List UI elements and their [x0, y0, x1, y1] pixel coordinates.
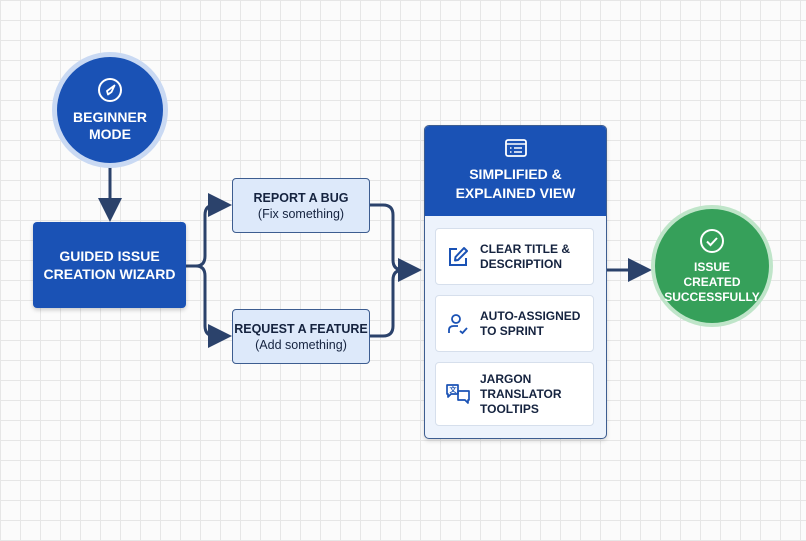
done-label-3: SUCCESSFULLY — [664, 289, 760, 304]
arrow-bug-to-panel — [368, 203, 422, 282]
done-label-1: ISSUE — [693, 259, 730, 274]
request-feature-node: REQUEST A FEATURE (Add something) — [232, 309, 370, 364]
list-window-icon — [504, 139, 527, 157]
beginner-mode-label-1: BEGINNER — [73, 109, 147, 125]
simplified-view-panel: SIMPLIFIED & EXPLAINED VIEW CLEAR TITLE … — [424, 125, 607, 439]
guided-wizard-node: GUIDED ISSUE CREATION WIZARD — [33, 222, 186, 308]
check-circle-icon — [700, 228, 724, 253]
option-title: REPORT A BUG — [253, 190, 349, 205]
item-text: JARGON — [480, 371, 532, 386]
option-subtitle: (Fix something) — [257, 206, 345, 221]
compass-icon — [98, 78, 122, 102]
beginner-mode-node: BEGINNER MODE — [57, 57, 163, 163]
item-text: TO SPRINT — [480, 323, 544, 338]
panel-item-clear-title: CLEAR TITLE &DESCRIPTION — [435, 228, 594, 285]
panel-title-1: SIMPLIFIED & — [469, 166, 562, 182]
issue-created-node: ISSUE CREATED SUCCESSFULLY — [655, 209, 769, 323]
user-check-icon — [448, 313, 468, 334]
item-text: AUTO-ASSIGNED — [480, 308, 581, 323]
arrow-wizard-to-feature — [195, 264, 232, 348]
svg-text:文: 文 — [450, 385, 458, 394]
item-text: DESCRIPTION — [480, 256, 563, 271]
option-subtitle: (Add something) — [255, 337, 347, 352]
panel-title-2: EXPLAINED VIEW — [455, 185, 576, 201]
beginner-mode-label-2: MODE — [89, 126, 131, 142]
edit-icon — [449, 246, 468, 266]
arrow-feature-to-panel — [368, 268, 404, 338]
item-text: TRANSLATOR — [480, 386, 562, 401]
translate-chat-icon: 文 — [446, 384, 470, 404]
panel-header: SIMPLIFIED & EXPLAINED VIEW — [425, 126, 606, 216]
item-text: TOOLTIPS — [480, 401, 539, 416]
item-text: CLEAR TITLE & — [480, 241, 570, 256]
arrow-wizard-to-bug — [186, 193, 232, 268]
report-bug-node: REPORT A BUG (Fix something) — [232, 178, 370, 233]
done-label-2: CREATED — [683, 274, 741, 289]
option-title: REQUEST A FEATURE — [234, 321, 368, 336]
wizard-label-1: GUIDED ISSUE — [59, 248, 160, 264]
wizard-label-2: CREATION WIZARD — [43, 266, 176, 282]
